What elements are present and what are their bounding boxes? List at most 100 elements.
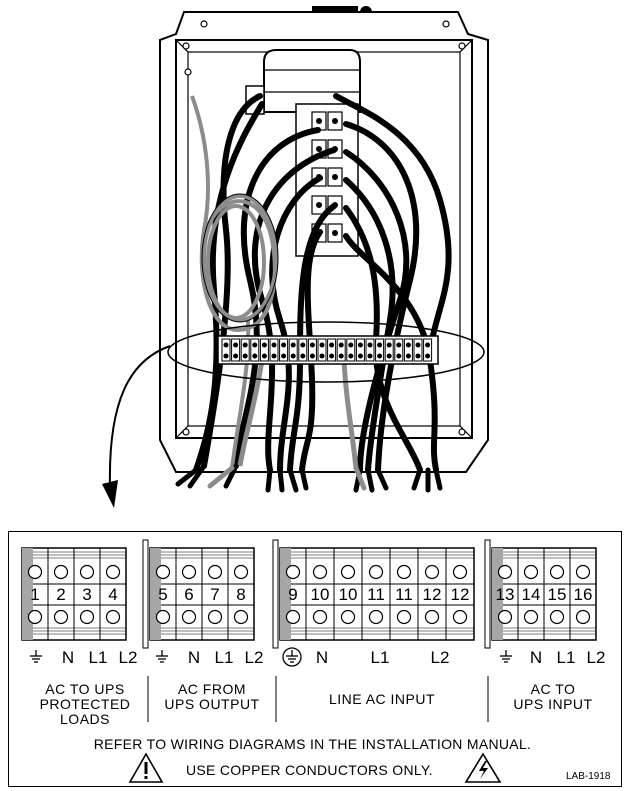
terminal-symbol: L1 (556, 648, 576, 667)
mini-terminal (279, 338, 289, 362)
protective-earth-icon (282, 647, 302, 667)
terminal-symbol: L2 (244, 648, 264, 667)
terminal-number: 5 (158, 585, 168, 604)
mini-terminal (365, 338, 375, 362)
terminal-screw (233, 564, 249, 580)
group-label-line-ac-input: LINE AC INPUT (328, 691, 436, 707)
terminal-number: 10 (310, 585, 330, 604)
terminal-screw (312, 609, 328, 625)
terminal-number: 12 (422, 585, 442, 604)
callout-ellipse (167, 321, 485, 383)
mini-terminal (307, 338, 317, 362)
terminal-number: 1 (30, 585, 40, 604)
terminal-detail-panel (8, 531, 622, 787)
terminal-symbol: L1 (88, 648, 108, 667)
terminal-symbol: N (529, 648, 543, 667)
mini-terminal (403, 338, 413, 362)
terminal-number: 12 (450, 585, 470, 604)
terminal-screw (155, 609, 171, 625)
terminal-screw (340, 564, 356, 580)
terminal-screw (312, 564, 328, 580)
terminal-symbol: N (315, 648, 329, 667)
wiring-diagram-note: REFER TO WIRING DIAGRAMS IN THE INSTALLA… (93, 736, 532, 752)
group-label-protected-loads: AC TO UPS PROTECTED LOADS (39, 681, 131, 727)
mini-terminal (384, 338, 394, 362)
terminal-screw (233, 609, 249, 625)
mini-terminal (269, 338, 279, 362)
terminal-screw (523, 609, 539, 625)
callout-arrow (108, 345, 171, 489)
terminal-number: 3 (82, 585, 92, 604)
mini-terminal (346, 338, 356, 362)
terminal-screw (207, 564, 223, 580)
terminal-number: 13 (495, 585, 515, 604)
terminal-screw (27, 564, 43, 580)
terminal-screw (549, 564, 565, 580)
mini-terminal (375, 338, 385, 362)
ground-bar (150, 548, 161, 640)
terminal-screw (285, 564, 301, 580)
terminal-screw (575, 564, 591, 580)
terminal-number: 6 (184, 585, 194, 604)
group-label-ups-output: AC FROM UPS OUTPUT (164, 681, 260, 712)
terminal-number: 11 (395, 585, 413, 604)
mini-terminal (250, 338, 260, 362)
ground-symbol-icon (30, 650, 42, 663)
terminal-screw (424, 609, 440, 625)
terminal-symbol: L1 (370, 648, 390, 667)
mini-terminal (394, 338, 404, 362)
terminal-screw (368, 609, 384, 625)
ground-bar (22, 548, 33, 640)
terminal-screw (53, 564, 69, 580)
terminal-number: 2 (56, 585, 66, 604)
terminal-screw (340, 609, 356, 625)
terminal-symbol: N (61, 648, 75, 667)
terminal-screw (105, 564, 121, 580)
mini-terminal (259, 338, 269, 362)
mini-terminal (413, 338, 423, 362)
terminal-number: 8 (236, 585, 246, 604)
terminal-screw (549, 609, 565, 625)
terminal-screw (53, 609, 69, 625)
mini-terminal (231, 338, 241, 362)
terminal-number: 4 (108, 585, 118, 604)
terminal-number: 7 (210, 585, 220, 604)
terminal-screw (207, 609, 223, 625)
gray-cable-coil (190, 95, 278, 469)
ground-bar (492, 548, 503, 640)
ground-symbol-icon (156, 650, 168, 663)
terminal-number: 11 (367, 585, 385, 604)
cabinet-illustration (102, 6, 489, 508)
terminal-screw (452, 564, 468, 580)
terminal-symbol: L2 (586, 648, 606, 667)
terminal-screw (396, 609, 412, 625)
mini-terminal (288, 338, 298, 362)
copper-conductors-note: USE COPPER CONDUCTORS ONLY. (186, 762, 433, 778)
mini-terminal (298, 338, 308, 362)
terminal-screw (396, 564, 412, 580)
warning-exclamation-icon (128, 752, 164, 783)
terminal-number: 10 (338, 585, 358, 604)
terminal-screw (452, 609, 468, 625)
terminal-screw (497, 564, 513, 580)
terminal-screw (155, 564, 171, 580)
terminal-screw (424, 564, 440, 580)
group-label-ups-input: AC TO UPS INPUT (513, 681, 593, 712)
terminal-screw (27, 609, 43, 625)
terminal-screw (181, 564, 197, 580)
terminal-symbol: L2 (118, 648, 138, 667)
terminal-screw (285, 609, 301, 625)
terminal-screw (79, 564, 95, 580)
terminal-number: 16 (573, 585, 593, 604)
mini-terminal (240, 338, 250, 362)
mini-terminal (423, 338, 433, 362)
terminal-screw (181, 609, 197, 625)
terminal-screw (105, 609, 121, 625)
terminal-symbol: L2 (430, 648, 450, 667)
ground-symbol-icon (500, 650, 512, 663)
document-code: LAB-1918 (566, 771, 611, 782)
wiring-harness (193, 93, 452, 473)
mini-terminal (336, 338, 346, 362)
mini-terminal (221, 338, 231, 362)
